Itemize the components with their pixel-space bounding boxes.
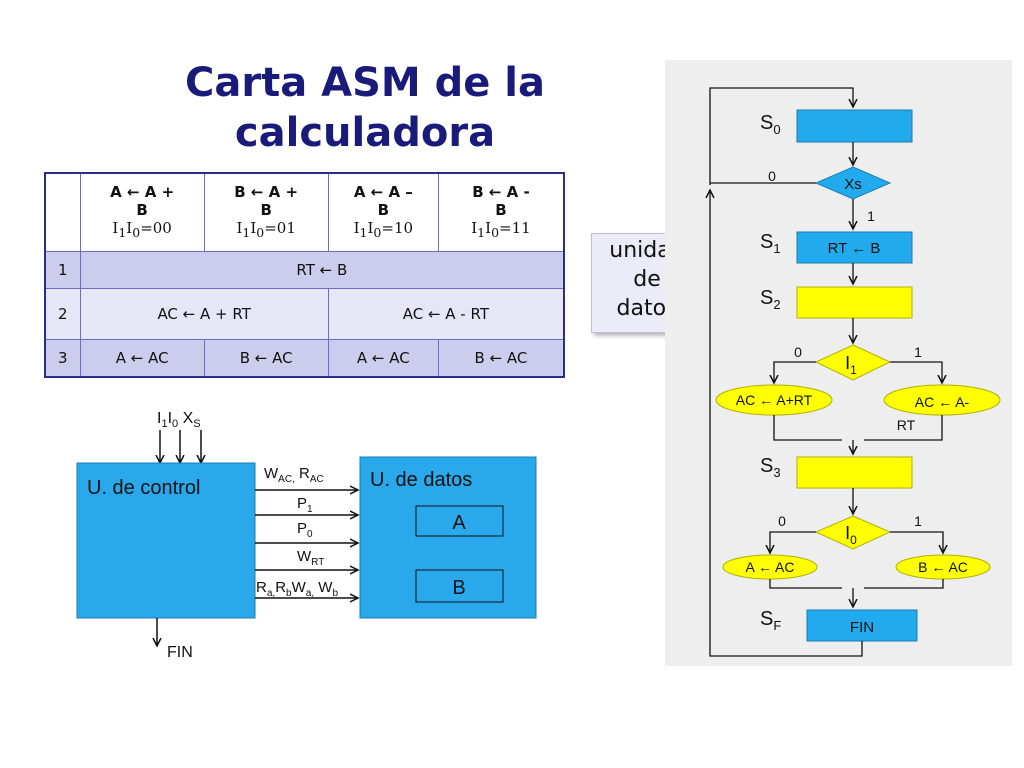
header-code: I1I0=11 — [471, 219, 531, 240]
table-cell: AC ← A + RT — [79, 288, 329, 340]
asm-connectors — [710, 87, 943, 657]
operations-table: A ← A + B I1I0=00 B ← A + B I1I0=01 A ← … — [44, 172, 565, 378]
decision-i1 — [814, 344, 892, 381]
decision-xs-label: Xs — [844, 176, 862, 193]
table-cell: B ← AC — [437, 339, 565, 378]
block-diagram: I1I0 XS U. de control U. de datos A B WA… — [76, 410, 537, 661]
title-line-2: calculadora — [234, 110, 496, 156]
i0-1-label: 1 — [914, 513, 922, 529]
header-op: B — [495, 201, 507, 219]
register-b-label: B — [452, 577, 465, 599]
title-line-1: Carta ASM de la — [185, 60, 545, 106]
callout-line: de — [633, 267, 661, 292]
header-cell: A ← A – B I1I0=10 — [327, 172, 439, 252]
header-cell: B ← A - B I1I0=11 — [437, 172, 565, 252]
action-b-ac-label: B ← AC — [918, 559, 968, 575]
control-unit-box — [76, 462, 256, 619]
header-op: B — [377, 201, 390, 219]
state-s0-box — [796, 109, 913, 143]
register-a-label: A — [452, 512, 466, 534]
signal-wrt: WRT — [297, 548, 324, 568]
signal-p1: P1 — [297, 495, 313, 515]
register-b — [415, 569, 504, 603]
header-op: B — [136, 201, 148, 219]
table-row: 2 AC ← A + RT AC ← A - RT — [44, 288, 565, 340]
decision-i0 — [814, 515, 892, 550]
asm-chart: S0 Xs 0 1 S1 RT ← B S2 I1 0 1 AC ← A+RT … — [665, 60, 1012, 666]
header-op: B ← A - — [472, 183, 530, 201]
action-ac-minus-label-2: RT — [897, 417, 916, 433]
state-s1-box — [796, 231, 913, 264]
table-cell: A ← AC — [79, 339, 205, 378]
control-unit-label: U. de control — [87, 477, 200, 499]
row-number: 3 — [44, 339, 81, 378]
signal-wac-rac: WAC, RAC — [264, 465, 324, 485]
header-cell: A ← A + B I1I0=00 — [79, 172, 205, 252]
header-op: A ← A + — [110, 183, 175, 201]
i1-1-label: 1 — [914, 344, 922, 360]
register-a — [415, 505, 504, 537]
header-op: A ← A – — [353, 183, 413, 201]
state-s1-action: RT ← B — [828, 240, 881, 257]
header-op: B — [260, 201, 272, 219]
header-cell: B ← A + B I1I0=01 — [203, 172, 329, 252]
state-s3-box — [796, 456, 913, 489]
header-code: I1I0=00 — [112, 219, 172, 240]
signal-p0: P0 — [297, 520, 313, 540]
table-header-row: A ← A + B I1I0=00 B ← A + B I1I0=01 A ← … — [44, 172, 565, 252]
xs-1-label: 1 — [867, 208, 875, 224]
data-unit-label: U. de datos — [370, 469, 472, 491]
row-number: 2 — [44, 288, 81, 340]
header-code: I1I0=01 — [236, 219, 296, 240]
table-row: 3 A ← AC B ← AC A ← AC B ← AC — [44, 339, 565, 378]
fin-label: FIN — [167, 644, 193, 661]
table-cell: A ← AC — [327, 339, 439, 378]
action-a-ac-label: A ← AC — [745, 559, 794, 575]
table-cell: AC ← A - RT — [327, 288, 565, 340]
xs-0-label: 0 — [768, 168, 776, 184]
state-s2-box — [796, 286, 913, 319]
signal-ra-rb-wa-wb: Ra,RbWa, Wb — [256, 579, 338, 599]
state-sf-action: FIN — [850, 619, 874, 636]
i0-0-label: 0 — [778, 513, 786, 529]
table-cell: B ← AC — [203, 339, 329, 378]
action-ac-plus-label: AC ← A+RT — [736, 392, 813, 408]
table-cell: RT ← B — [79, 251, 565, 289]
header-code: I1I0=10 — [353, 219, 414, 240]
action-ac-minus-label-1: AC ← A- — [915, 394, 970, 410]
state-sf-box — [806, 609, 918, 642]
header-op: B ← A + — [234, 183, 299, 201]
inputs-label: I1I0 XS — [157, 410, 201, 430]
page-title: Carta ASM de la calculadora — [120, 58, 610, 158]
i1-0-label: 0 — [794, 344, 802, 360]
